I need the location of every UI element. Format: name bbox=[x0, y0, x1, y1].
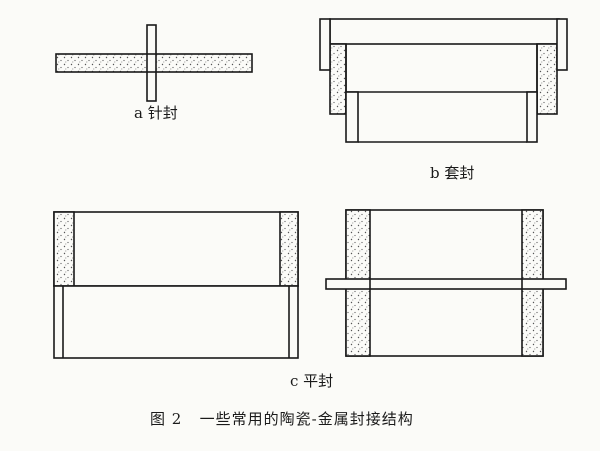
right-ceramic bbox=[279, 211, 299, 287]
right-upper-ceramic bbox=[536, 43, 558, 115]
figure-title: 一些常用的陶瓷-金属封接结构 bbox=[199, 410, 414, 428]
metal-sheet bbox=[325, 278, 567, 290]
left-ceramic bbox=[53, 211, 75, 287]
figure-caption: 图 2 一些常用的陶瓷-金属封接结构 bbox=[150, 410, 414, 428]
pin-seal-drawing bbox=[55, 24, 253, 102]
left-outer-metal-wall bbox=[319, 18, 331, 71]
metal-pin bbox=[146, 24, 157, 102]
label-pin-seal: a 针封 bbox=[134, 104, 178, 122]
top-metal-plate bbox=[329, 18, 560, 45]
label-flat-seal: c 平封 bbox=[290, 372, 334, 390]
right-lower-metal bbox=[526, 91, 538, 143]
left-lower-metal bbox=[345, 91, 359, 143]
left-upper-ceramic bbox=[329, 43, 347, 115]
upper-body bbox=[53, 211, 299, 287]
flat-seal-left-drawing bbox=[53, 211, 299, 359]
sleeve-seal-drawing bbox=[319, 18, 568, 143]
figure-number: 图 2 bbox=[150, 410, 183, 428]
label-sleeve-seal: b 套封 bbox=[430, 164, 475, 182]
flat-seal-right-drawing bbox=[325, 209, 567, 357]
right-outer-metal-wall bbox=[556, 18, 568, 71]
lower-body bbox=[53, 285, 299, 359]
